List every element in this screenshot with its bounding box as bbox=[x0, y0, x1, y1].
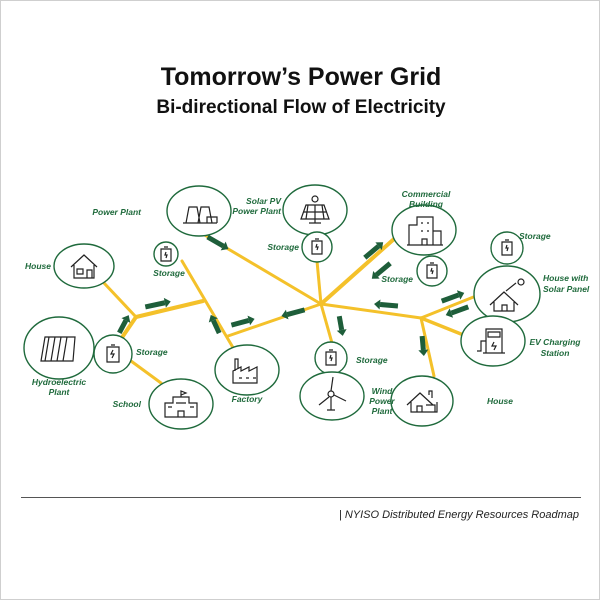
flow-arrow bbox=[206, 234, 229, 251]
label-storage: Storage bbox=[356, 355, 388, 365]
battery-icon bbox=[106, 238, 513, 366]
flow-arrow bbox=[208, 314, 222, 335]
node-labels: Power Plant Storage Solar PV Power Plant… bbox=[25, 189, 590, 416]
line-school bbox=[129, 359, 163, 385]
label-solar-pv-2: Power Plant bbox=[232, 206, 282, 216]
node-ev-charging bbox=[460, 315, 526, 367]
flow-arrows bbox=[117, 234, 470, 356]
house-solar-icon bbox=[489, 278, 525, 312]
line-hub-factory bbox=[226, 302, 323, 338]
line-west-trunk bbox=[134, 299, 205, 319]
house-west-icon bbox=[70, 254, 98, 279]
house-icon bbox=[406, 390, 438, 413]
building-icon bbox=[407, 216, 443, 246]
hydro-dam-icon bbox=[40, 336, 76, 362]
flow-arrow bbox=[440, 290, 465, 304]
node-house-east bbox=[390, 375, 454, 427]
ev-charger-icon bbox=[477, 328, 505, 354]
flow-arrow bbox=[230, 315, 255, 328]
flow-arrow bbox=[418, 335, 429, 356]
label-hydro: Hydroelectric bbox=[32, 377, 87, 387]
label-solar-pv: Solar PV bbox=[246, 196, 282, 206]
icons bbox=[40, 195, 525, 418]
school-icon bbox=[164, 390, 198, 418]
label-storage: Storage bbox=[381, 274, 413, 284]
line-house-west bbox=[102, 281, 138, 319]
label-commercial-2: Building bbox=[409, 199, 444, 209]
label-school: School bbox=[113, 399, 142, 409]
label-house-solar-2: Solar Panel bbox=[543, 284, 590, 294]
label-storage: Storage bbox=[136, 347, 168, 357]
footer-divider bbox=[21, 497, 581, 498]
label-hydro-2: Plant bbox=[49, 387, 71, 397]
flow-arrow bbox=[374, 299, 399, 310]
flow-arrow bbox=[117, 315, 131, 335]
label-storage: Storage bbox=[519, 231, 551, 241]
line-ev bbox=[419, 316, 463, 336]
page-title: Tomorrow’s Power Grid bbox=[160, 63, 442, 91]
line-hydro-storage bbox=[119, 315, 138, 341]
label-factory: Factory bbox=[232, 394, 264, 404]
label-house-solar: House with bbox=[543, 273, 588, 283]
node-commercial-building bbox=[391, 204, 457, 256]
label-storage: Storage bbox=[267, 242, 299, 252]
label-house-east: House bbox=[487, 396, 513, 406]
flow-arrow bbox=[371, 261, 392, 279]
line-house-east bbox=[419, 316, 436, 378]
label-power-plant: Power Plant bbox=[92, 207, 142, 217]
line-solar-hub bbox=[315, 259, 323, 306]
flow-arrow bbox=[445, 304, 470, 318]
label-house-west: House bbox=[25, 261, 51, 271]
label-commercial: Commercial bbox=[402, 189, 451, 199]
node-wind bbox=[299, 371, 365, 421]
label-wind-2: Power bbox=[369, 396, 395, 406]
flow-arrow bbox=[144, 297, 171, 310]
page-subtitle: Bi-directional Flow of Electricity bbox=[156, 97, 446, 118]
line-house-solar bbox=[419, 294, 478, 320]
flow-arrow bbox=[336, 315, 347, 336]
power-lines bbox=[102, 232, 478, 385]
line-wind bbox=[319, 302, 334, 345]
factory-icon bbox=[232, 358, 258, 384]
label-storage: Storage bbox=[153, 268, 185, 278]
source-credit: | NYISO Distributed Energy Resources Roa… bbox=[338, 509, 579, 521]
solar-panel-icon bbox=[300, 195, 330, 224]
wind-turbine-icon bbox=[318, 376, 347, 411]
node-house-west bbox=[53, 243, 115, 289]
label-wind-3: Plant bbox=[372, 406, 394, 416]
node-storage-powerplant bbox=[153, 241, 179, 267]
label-ev: EV Charging bbox=[529, 337, 581, 347]
label-ev-2: Station bbox=[541, 348, 570, 358]
node-power-plant bbox=[166, 185, 232, 237]
label-wind: Wind bbox=[372, 386, 394, 396]
node-school bbox=[148, 378, 214, 430]
node-factory bbox=[214, 344, 280, 396]
flow-arrow bbox=[363, 242, 384, 260]
line-hub-east bbox=[319, 302, 423, 320]
line-storage-factory bbox=[180, 259, 237, 353]
flow-arrow bbox=[281, 307, 306, 320]
power-plant-icon bbox=[183, 206, 218, 224]
